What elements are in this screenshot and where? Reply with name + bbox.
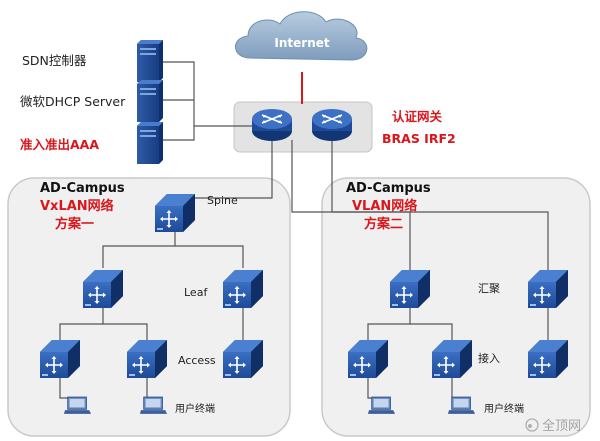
gateway-router-icon-2: [311, 108, 353, 142]
aaa-server-icon: [137, 122, 163, 164]
link-leaf1-access2: [103, 323, 148, 340]
aggregation-label: 汇聚: [478, 282, 500, 295]
gateway-title: 认证网关: [392, 109, 443, 124]
sdn-controller-label: SDN控制器: [22, 53, 87, 68]
link-leaf1-access: [59, 306, 104, 340]
link-agg1-access2: [410, 323, 453, 340]
dhcp-server-label: 微软DHCP Server: [20, 94, 126, 109]
link-gateway-vlan-agg2: [291, 140, 549, 270]
links: [59, 61, 549, 399]
left-users-label: 用户终端: [175, 402, 215, 415]
internet-label: Internet: [274, 36, 329, 50]
right-campus-zone: [321, 177, 591, 437]
right-zone-scheme-line1: VLAN网络: [352, 198, 417, 214]
leaf-label: Leaf: [184, 286, 208, 299]
link-sdn-gateway: [163, 61, 256, 127]
right-access-label: 接入: [478, 352, 500, 365]
link-spine-leaf2: [175, 245, 244, 268]
link-agg1-access: [367, 306, 411, 340]
link-spine-leaf1: [102, 222, 176, 268]
watermark-text: 全顶网: [542, 418, 581, 434]
spine-label: Spine: [207, 194, 238, 207]
left-zone-title: AD-Campus: [40, 181, 125, 196]
sdn-server-icon: [137, 40, 163, 82]
gateway-router-icon-1: [251, 108, 293, 142]
access-label: Access: [178, 354, 216, 367]
watermark: 全顶网: [525, 418, 581, 434]
dhcp-server-icon: [137, 80, 163, 122]
gateway-subtitle: BRAS IRF2: [382, 131, 456, 146]
left-zone-scheme-line1: VxLAN网络: [40, 198, 114, 214]
link-aaa-gateway: [163, 126, 195, 141]
right-zone-scheme-line2: 方案二: [364, 216, 403, 232]
left-zone-scheme-line2: 方案一: [55, 216, 94, 232]
right-zone-title: AD-Campus: [346, 181, 431, 196]
right-users-label: 用户终端: [484, 402, 524, 415]
internet-cloud-icon: [235, 11, 368, 61]
left-campus-zone: [7, 177, 291, 437]
aaa-label: 准入准出AAA: [20, 137, 99, 152]
weibo-logo-icon: [525, 418, 539, 432]
link-gateway-spine: [195, 140, 273, 199]
